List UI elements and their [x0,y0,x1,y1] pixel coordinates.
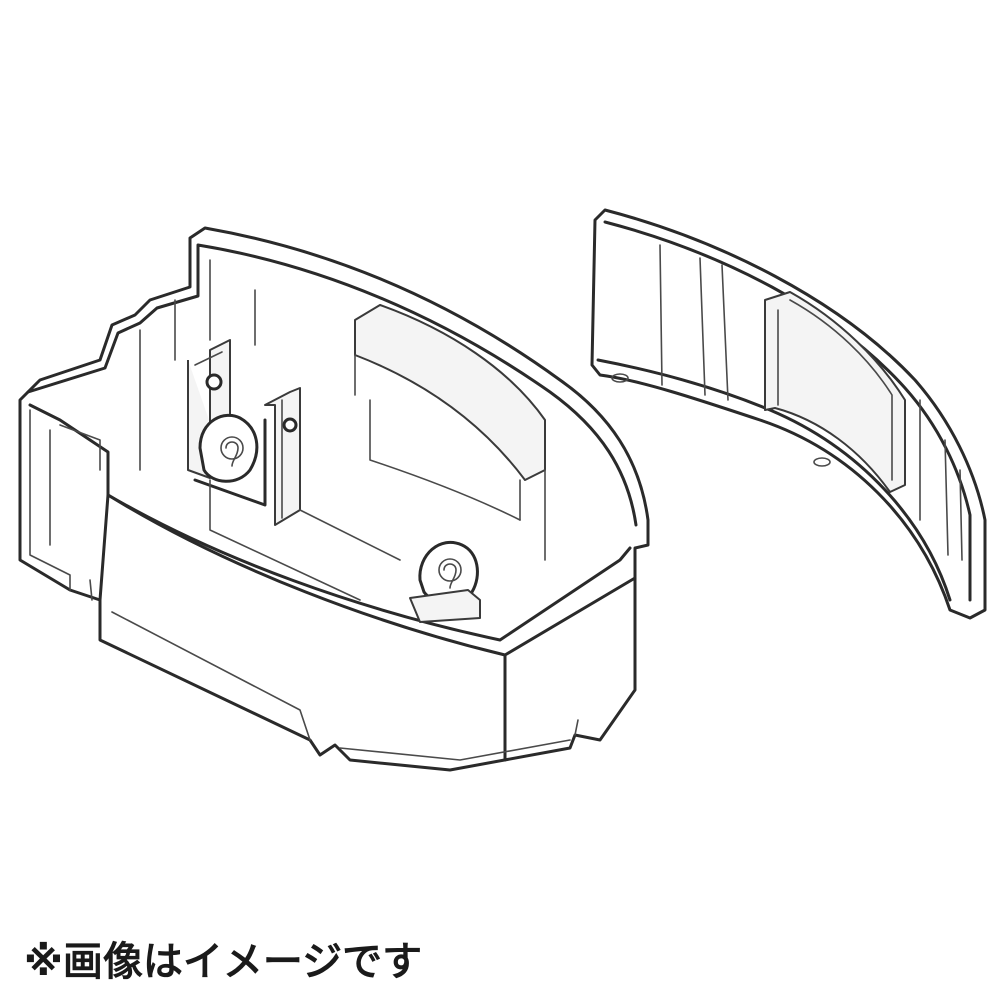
parts-line-drawing [18,208,987,772]
curved-lid-icon [590,208,987,620]
battery-case-icon [18,226,650,772]
disclaimer-caption: ※画像はイメージです [24,939,423,985]
